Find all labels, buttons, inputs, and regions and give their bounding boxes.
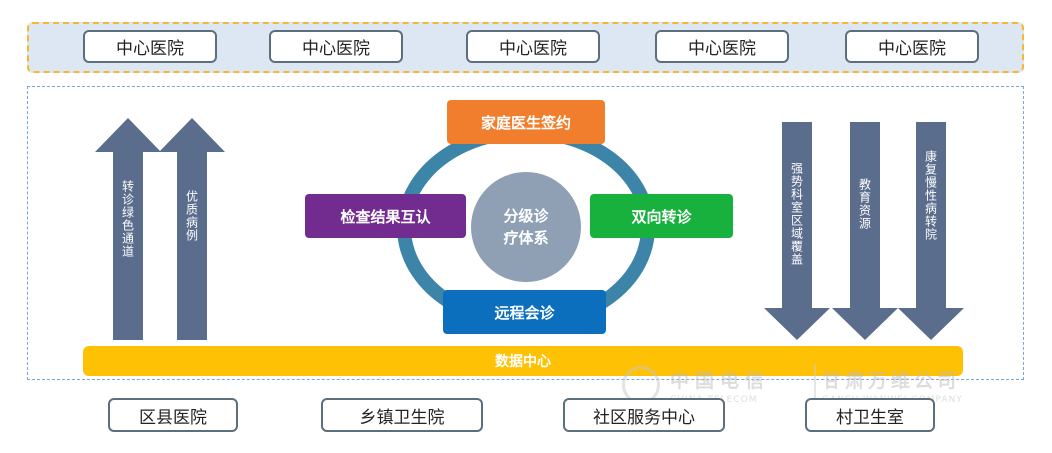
up-arrow-label: 转诊绿色通道 bbox=[120, 180, 135, 258]
facility-village-clinic: 村卫生室 bbox=[805, 398, 935, 432]
node-two-way-referral: 双向转诊 bbox=[590, 194, 733, 238]
up-arrow-referral-channel bbox=[95, 118, 161, 340]
down-arrow-label: 教育资源 bbox=[857, 178, 872, 230]
watermark-cn-left: 中国电信 bbox=[670, 370, 771, 392]
data-center-bar: 数据中心 bbox=[83, 346, 963, 376]
central-hospital-box: 中心医院 bbox=[83, 30, 217, 63]
tiered-care-center: 分级诊 疗体系 bbox=[471, 172, 581, 282]
central-hospital-box: 中心医院 bbox=[845, 30, 979, 63]
central-hospital-box: 中心医院 bbox=[269, 30, 403, 63]
node-family-doctor: 家庭医生签约 bbox=[447, 100, 605, 144]
down-arrow-rehab-transfer bbox=[898, 122, 964, 340]
watermark-cn-right: 甘肃万维公司 bbox=[822, 370, 961, 392]
up-arrow-quality-cases bbox=[159, 118, 225, 340]
down-arrow-education-resources bbox=[832, 122, 898, 340]
down-arrow-regional-coverage bbox=[764, 122, 830, 340]
facility-township-clinic: 乡镇卫生院 bbox=[321, 398, 483, 432]
system-frame bbox=[27, 86, 1024, 380]
facility-county-hospital: 区县医院 bbox=[108, 398, 238, 432]
watermark-separator bbox=[814, 364, 816, 408]
down-arrow-label: 康复慢性病转院 bbox=[923, 150, 938, 241]
central-hospital-box: 中心医院 bbox=[655, 30, 789, 63]
center-label-line1: 分级诊 bbox=[503, 207, 549, 225]
up-arrow-label: 优质病例 bbox=[184, 190, 199, 242]
down-arrow-label: 强势科室区域覆盖 bbox=[789, 162, 804, 266]
facility-community-center: 社区服务中心 bbox=[563, 398, 725, 432]
node-result-recognition: 检查结果互认 bbox=[305, 194, 466, 238]
center-label-line2: 疗体系 bbox=[503, 229, 549, 247]
central-hospital-box: 中心医院 bbox=[466, 30, 600, 63]
node-remote-consultation: 远程会诊 bbox=[443, 290, 606, 334]
